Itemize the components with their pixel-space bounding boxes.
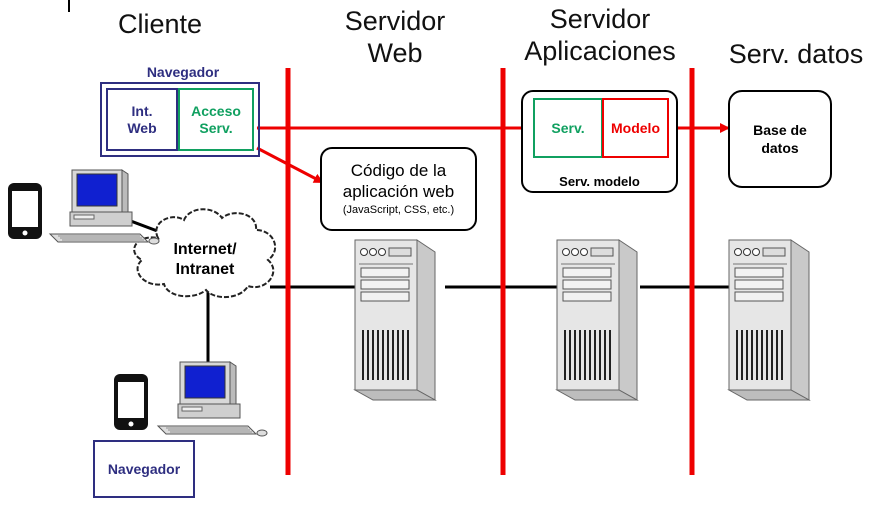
network-line2: Intranet <box>175 261 235 278</box>
acceso-line2: Serv. <box>199 119 233 136</box>
int-web-line1: Int. <box>131 102 153 119</box>
web-app-code-line3: (JavaScript, CSS, etc.) <box>342 204 455 216</box>
web-app-code-line1: Código de la <box>350 161 447 180</box>
smartphone-icon-bottom <box>114 374 148 430</box>
network-line1: Internet/ <box>173 241 237 258</box>
acceso-serv-box: Acceso Serv. <box>178 88 254 151</box>
database-line2: datos <box>761 140 799 156</box>
int-web-line2: Web <box>127 119 157 136</box>
smartphone-icon-top <box>8 183 42 239</box>
network-label: Internet/ Intranet <box>148 238 262 282</box>
heading-data-server: Serv. datos <box>728 39 864 69</box>
heading-app-server-line2: Aplicaciones <box>524 36 676 66</box>
serv-modelo-caption: Serv. modelo <box>559 173 640 189</box>
modelo-box: Modelo <box>602 98 669 158</box>
web-app-code-box: Código de la aplicación web (JavaScript,… <box>320 147 477 231</box>
heading-web-server-line1: Servidor <box>344 6 446 36</box>
heading-client: Cliente <box>117 9 203 39</box>
database-line1: Base de <box>753 122 807 138</box>
serv-modelo-frame <box>521 90 678 193</box>
heading-web-server-line2: Web <box>367 38 423 68</box>
desktop-computer-icon-bottom <box>157 361 268 437</box>
server-tower-icon-data <box>728 239 810 401</box>
desktop-computer-icon-top <box>49 169 160 245</box>
int-web-box: Int. Web <box>106 88 178 151</box>
heading-app-server-line1: Servidor <box>549 4 651 34</box>
browser-frame <box>100 82 260 157</box>
server-tower-icon-app <box>556 239 638 401</box>
heading-app-server: Servidor Aplicaciones <box>515 3 685 67</box>
acceso-line1: Acceso <box>191 102 241 119</box>
server-tower-icon-web <box>354 239 436 401</box>
browser-bottom-box: Navegador <box>93 440 195 498</box>
arrow-browser-to-webcode <box>256 146 324 184</box>
browser-title: Navegador <box>146 64 220 80</box>
serv-box: Serv. <box>533 98 603 158</box>
database-box: Base de datos <box>728 90 832 188</box>
heading-web-server: Servidor Web <box>320 5 470 69</box>
request-arrows <box>256 123 730 184</box>
cloud-icon <box>133 208 277 298</box>
tier-separators <box>285 68 695 475</box>
web-app-code-line2: aplicación web <box>342 182 455 201</box>
